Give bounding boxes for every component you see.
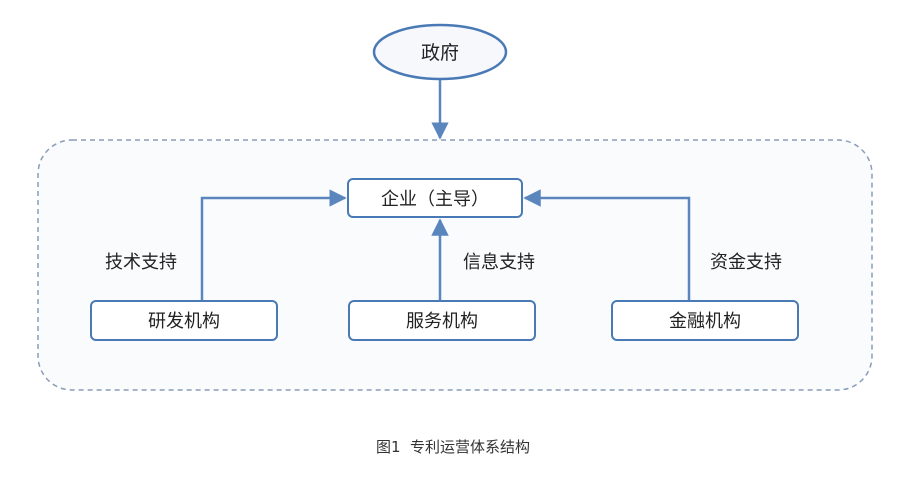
rnd-box: [90, 300, 278, 341]
government-oval: [372, 23, 508, 81]
tech-support-label: 技术支持: [105, 252, 177, 273]
tech-support-connector: [200, 189, 347, 301]
finance-node: 金融机构: [611, 300, 799, 341]
fund-support-connector: [523, 189, 691, 301]
finance-box: [611, 300, 799, 341]
info-support-label: 信息支持: [463, 252, 535, 273]
fund-support-label: 资金支持: [710, 252, 782, 273]
rnd-node: 研发机构: [90, 300, 278, 341]
government-label: 政府: [421, 42, 459, 64]
enterprise-node: 企业（主导）: [347, 178, 523, 218]
finance-label: 金融机构: [669, 311, 741, 332]
service-box: [348, 300, 536, 341]
service-node: 服务机构: [348, 300, 536, 341]
rnd-label: 研发机构: [148, 311, 220, 332]
enterprise-label: 企业（主导）: [381, 189, 489, 210]
figure-caption: 图1 专利运营体系结构: [375, 438, 531, 456]
service-label: 服务机构: [406, 311, 478, 332]
enterprise-box: [347, 178, 523, 218]
government-node: 政府: [372, 23, 508, 81]
